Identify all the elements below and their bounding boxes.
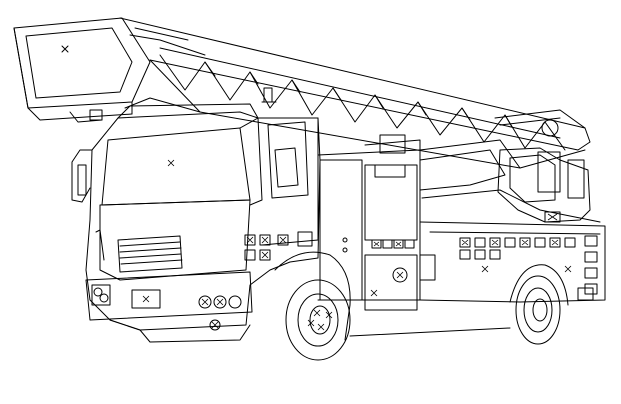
side-window bbox=[267, 121, 309, 199]
front-wheel bbox=[274, 251, 351, 361]
aerial-ladder bbox=[119, 17, 591, 169]
headlight-left bbox=[91, 284, 111, 306]
mirror bbox=[77, 164, 87, 196]
fog-lights bbox=[198, 295, 242, 309]
cab bbox=[71, 87, 321, 343]
windshield bbox=[101, 127, 251, 206]
front-grille bbox=[117, 235, 183, 273]
control-panel-marks bbox=[342, 134, 598, 297]
compartment-door-1 bbox=[364, 164, 418, 241]
compartment-door-3 bbox=[319, 159, 363, 301]
rear-wheel bbox=[509, 264, 594, 345]
equipment-body bbox=[317, 134, 606, 311]
ladder-pivot-icon bbox=[541, 119, 559, 137]
chassis-line bbox=[349, 327, 511, 337]
turntable bbox=[419, 139, 601, 223]
basket-mark bbox=[61, 45, 69, 53]
rescue-basket bbox=[13, 17, 151, 123]
compartment-door-2 bbox=[364, 254, 418, 311]
front-bumper bbox=[85, 271, 253, 321]
